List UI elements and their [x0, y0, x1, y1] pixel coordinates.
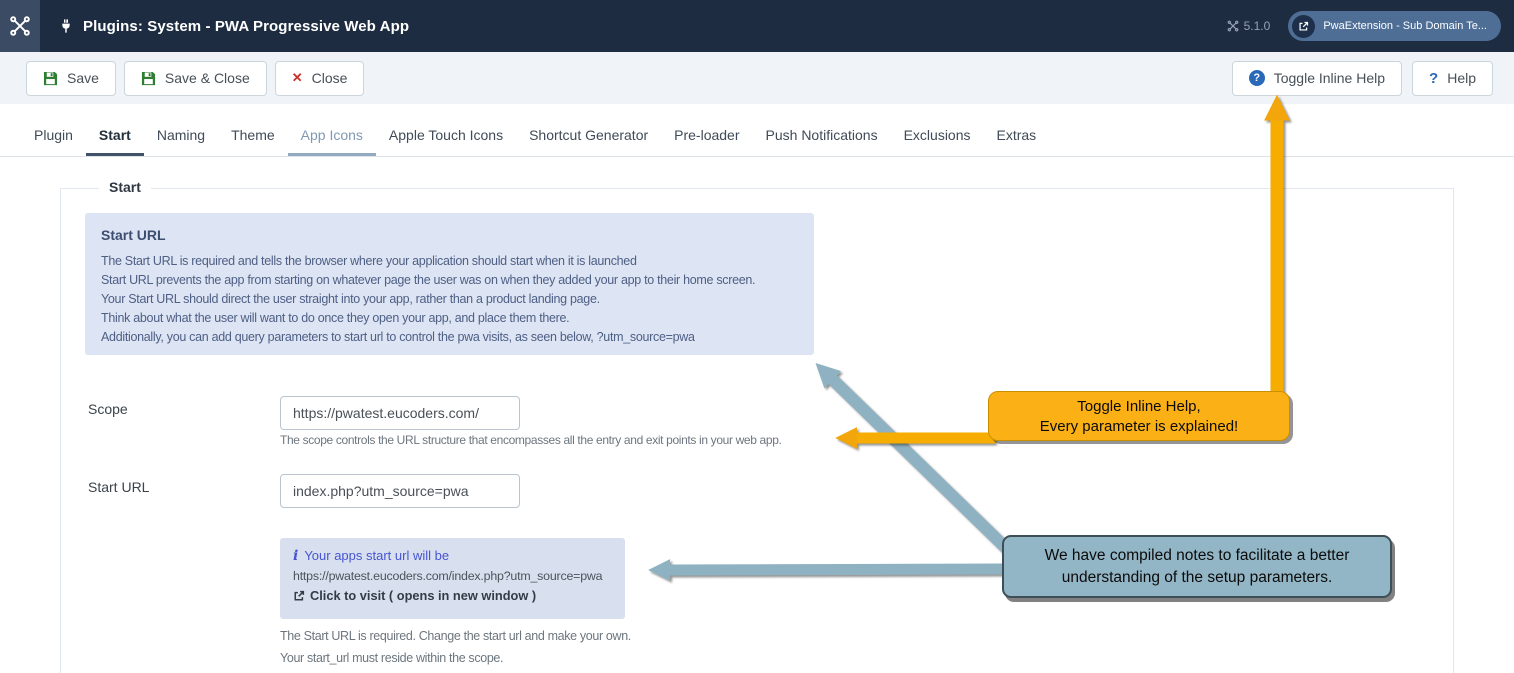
joomla-version: 5.1.0	[1227, 19, 1271, 33]
inline-help-line: Additionally, you can add query paramete…	[101, 330, 695, 344]
info-icon: i	[293, 548, 299, 564]
start-url-inline-help: Start URL The Start URL is required and …	[85, 213, 814, 355]
scope-input[interactable]	[280, 396, 520, 430]
help-button[interactable]: ? Help	[1412, 60, 1493, 96]
external-link-icon	[294, 590, 305, 600]
start-url-label: Start URL	[88, 479, 150, 495]
inline-help-line: Start URL prevents the app from starting…	[101, 273, 756, 287]
save-and-close-button[interactable]: Save & Close	[123, 60, 267, 96]
tab-pre-loader[interactable]: Pre-loader	[674, 127, 740, 143]
admin-navbar: Plugins: System - PWA Progressive Web Ap…	[0, 0, 1514, 52]
tab-start[interactable]: Start	[85, 117, 144, 156]
save-icon	[43, 71, 58, 85]
page-title: Plugins: System - PWA Progressive Web Ap…	[83, 17, 410, 35]
toggle-inline-help-button[interactable]: ? Toggle Inline Help	[1231, 60, 1403, 96]
extension-site-button[interactable]: PwaExtension - Sub Domain Te...	[1288, 11, 1501, 41]
tab-plugin[interactable]: Plugin	[34, 127, 73, 143]
result-url: https://pwatest.eucoders.com/index.php?u…	[293, 569, 603, 583]
close-label: Close	[311, 70, 348, 86]
click-to-visit-link[interactable]: Click to visit ( opens in new window )	[293, 588, 612, 603]
inline-help-line: Your Start URL should direct the user st…	[101, 292, 600, 306]
save-and-close-label: Save & Close	[164, 70, 250, 86]
tab-extras[interactable]: Extras	[996, 127, 1037, 143]
notes-callout: We have compiled notes to facilitate a b…	[1002, 535, 1392, 598]
inline-help-line: Think about what the user will want to d…	[101, 311, 570, 325]
extension-site-label: PwaExtension - Sub Domain Te...	[1323, 20, 1487, 32]
tab-apple-touch-icons[interactable]: Apple Touch Icons	[388, 127, 504, 143]
joomla-logo[interactable]	[0, 0, 40, 52]
notes-callout-line2: understanding of the setup parameters.	[1061, 569, 1333, 586]
tab-naming[interactable]: Naming	[156, 127, 206, 143]
start-url-hint-2: Your start_url must reside within the sc…	[280, 651, 504, 665]
tab-exclusions[interactable]: Exclusions	[903, 127, 971, 143]
save-button[interactable]: Save	[26, 60, 116, 96]
start-url-result-box: i Your apps start url will be https://pw…	[280, 538, 625, 619]
question-icon: ?	[1429, 69, 1439, 87]
scope-hint: The scope controls the URL structure tha…	[280, 433, 782, 447]
save-label: Save	[67, 70, 99, 86]
tab-app-icons[interactable]: App Icons	[287, 117, 376, 156]
toggle-inline-help-label: Toggle Inline Help	[1273, 70, 1386, 86]
settings-tabbar: Plugin Start Naming Theme App Icons Appl…	[0, 117, 1514, 157]
external-link-icon	[1292, 14, 1316, 38]
start-url-hint-1: The Start URL is required. Change the st…	[280, 629, 631, 643]
scope-label: Scope	[88, 401, 128, 417]
save-icon	[141, 71, 155, 85]
inline-help-line: The Start URL is required and tells the …	[101, 254, 637, 268]
start-url-input[interactable]	[280, 474, 520, 508]
toggle-help-callout-line1: Toggle Inline Help,	[1077, 398, 1201, 415]
result-intro: Your apps start url will be	[304, 548, 450, 563]
version-number: 5.1.0	[1243, 19, 1271, 33]
joomla-logo-icon	[10, 16, 30, 36]
inline-help-title: Start URL	[101, 227, 166, 243]
toggle-help-callout-line2: Every parameter is explained!	[1039, 418, 1239, 435]
help-label: Help	[1447, 70, 1476, 86]
toggle-help-callout: Toggle Inline Help, Every parameter is e…	[988, 391, 1290, 441]
plug-icon	[62, 19, 70, 33]
close-button[interactable]: ✕ Close	[274, 60, 365, 96]
click-to-visit-label: Click to visit ( opens in new window )	[310, 588, 537, 603]
start-fieldset: Start	[60, 179, 1454, 673]
question-circle-icon: ?	[1248, 70, 1265, 86]
notes-callout-line1: We have compiled notes to facilitate a b…	[1044, 547, 1350, 564]
joomla-version-icon	[1227, 20, 1239, 32]
fieldset-legend: Start	[99, 179, 151, 195]
action-toolbar: Save Save & Close ✕ Close ? Toggle Inlin…	[0, 52, 1514, 104]
tab-push-notifications[interactable]: Push Notifications	[765, 127, 878, 143]
close-x-icon: ✕	[291, 70, 303, 85]
tab-shortcut-generator[interactable]: Shortcut Generator	[529, 127, 649, 143]
tab-theme[interactable]: Theme	[231, 127, 275, 143]
